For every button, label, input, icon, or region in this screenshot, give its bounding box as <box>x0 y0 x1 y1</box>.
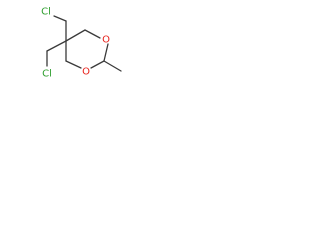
bond-c4-o3 <box>84 29 101 39</box>
bond-o1-c6 <box>65 60 82 69</box>
bond-o3-c2 <box>103 43 109 62</box>
bond-c2-methyl <box>103 60 122 72</box>
chlorine-left-label: Cl <box>42 69 52 80</box>
bond-c5-c4 <box>65 29 86 42</box>
bond-ch2a-cl <box>53 15 67 22</box>
oxygen-lower-label: O <box>82 67 90 78</box>
bond-c5-ch2b <box>46 40 67 52</box>
bonds <box>46 15 122 72</box>
oxygen-upper-label: O <box>102 35 110 46</box>
chlorine-top-label: Cl <box>41 7 51 18</box>
skeletal-structure: Cl Cl O O <box>41 7 122 80</box>
bond-c2-o1 <box>90 60 105 69</box>
atom-labels: Cl Cl O O <box>41 7 110 80</box>
